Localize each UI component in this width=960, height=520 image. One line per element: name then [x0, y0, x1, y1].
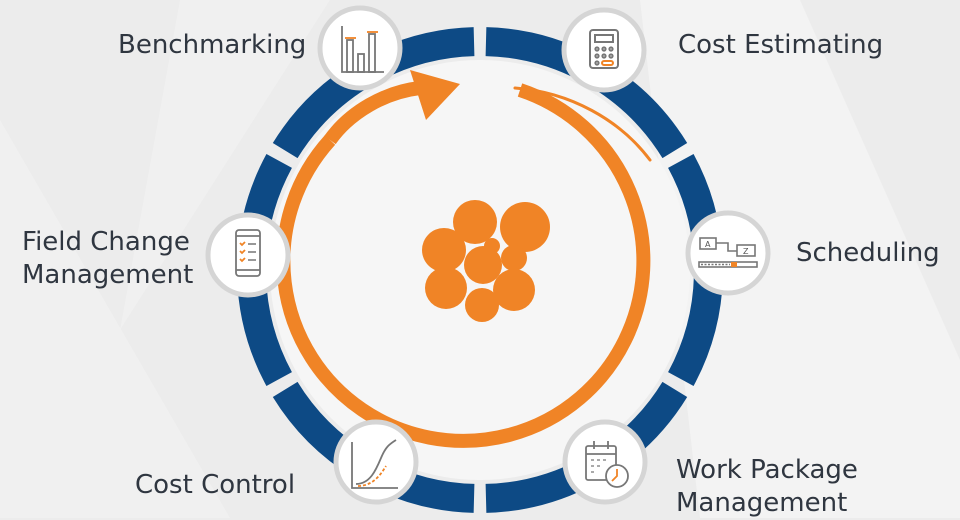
ring-segment — [668, 275, 723, 386]
orange-circle-cluster-icon — [422, 200, 550, 322]
svg-text:A: A — [705, 240, 711, 249]
label-line-1: Field Change — [22, 227, 190, 257]
label-work-package-management: Work Package Management — [676, 454, 858, 520]
node-field-change-management — [205, 212, 291, 298]
label-line-2: Management — [22, 260, 194, 290]
background-light-beam — [120, 0, 330, 330]
label-field-change-management: Field Change Management — [22, 226, 193, 292]
label-cost-estimating: Cost Estimating — [678, 30, 884, 60]
node-benchmarking — [317, 5, 403, 91]
node-cost-control — [333, 419, 419, 505]
background-light-beam — [640, 0, 960, 518]
label-line-2: Management — [676, 488, 848, 518]
node-work-package-management — [562, 419, 648, 505]
gantt-a-to-z-icon: A Z — [698, 237, 758, 268]
label-line-1: Work Package — [676, 455, 858, 485]
calendar-clock-icon — [585, 441, 629, 488]
svg-text:Z: Z — [743, 247, 749, 256]
arrow-shaft — [324, 81, 421, 145]
calculator-icon — [589, 29, 619, 69]
node-scheduling: A Z — [685, 210, 771, 296]
label-benchmarking: Benchmarking — [118, 30, 307, 60]
label-scheduling: Scheduling — [796, 238, 940, 268]
label-cost-control: Cost Control — [135, 470, 296, 500]
mobile-checklist-icon — [235, 229, 261, 277]
s-curve-chart-icon — [351, 439, 398, 489]
bar-chart-icon — [341, 26, 384, 73]
background-light-beam — [0, 120, 230, 518]
node-cost-estimating — [561, 7, 647, 93]
ring-segment — [237, 275, 292, 386]
